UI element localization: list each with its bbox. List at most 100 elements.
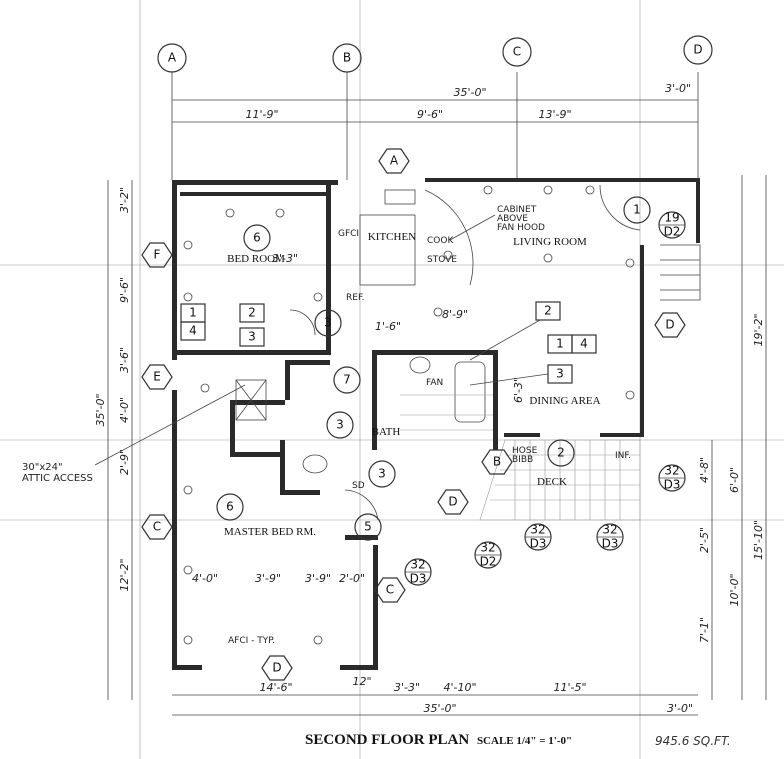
grid-bubble-b: B — [343, 51, 351, 65]
tag-hex-c: C — [153, 520, 161, 534]
dim-right-4: 7'-1" — [698, 617, 711, 643]
note-sd: SD — [352, 481, 365, 491]
det-19-num: 19 — [664, 211, 679, 225]
dim-right-7: 2'-5" — [698, 527, 711, 553]
dim-left-2: 9'-6" — [118, 277, 131, 303]
tag-box-2b: 2 — [544, 304, 552, 318]
room-kitchen: KITCHEN — [368, 231, 416, 243]
top-dimensions: 35'-0" 11'-9" 9'-6" 13'-9" 3'-0" — [172, 82, 698, 123]
det-32e-sheet: D3 — [410, 572, 427, 586]
area-note: 945.6 SQ.FT. — [655, 734, 731, 748]
exterior-walls — [172, 178, 700, 670]
room-labels: BED ROOM KITCHEN LIVING ROOM DINING AREA… — [224, 231, 601, 538]
dim-left-4: 4'-0" — [118, 397, 131, 423]
dim-int-c: 4'-0" — [192, 572, 218, 585]
fixture-tags: 1 4 2 3 2 1 4 3 — [180, 301, 597, 384]
dim-int-a: 3'-3" — [272, 252, 298, 265]
dim-top-overall: 35'-0" — [453, 86, 486, 99]
door-tags: 1 2 3 3 3 6 6 7 5 — [216, 196, 651, 541]
light-fixtures — [183, 185, 635, 645]
dim-int-b: 8'-9" — [442, 308, 468, 321]
dim-left-5: 2'-9" — [118, 449, 131, 475]
tag-hex-d2: D — [448, 495, 457, 509]
tag-circ-6a: 6 — [253, 231, 261, 245]
grid-bubble-d: D — [693, 43, 702, 57]
tag-circ-3c: 3 — [378, 467, 386, 481]
dim-bottom-6: 3'-0" — [667, 702, 693, 715]
bottom-dimensions: 14'-6" 12" 3'-3" 4'-10" 11'-5" 3'-0" 35'… — [172, 675, 698, 716]
det-32d-sheet: D2 — [480, 555, 497, 569]
note-fan: FAN — [426, 378, 443, 388]
dim-left-6: 12'-2" — [118, 558, 131, 591]
tag-circ-2: 2 — [557, 446, 565, 460]
note-above: ABOVE — [497, 214, 528, 224]
right-dimensions: 19'-2" 15'-10" 10'-0" 7'-1" 4'-8" 6'-0" … — [698, 175, 767, 700]
dim-bottom-1: 14'-6" — [259, 681, 292, 694]
tag-circ-5: 5 — [364, 520, 372, 534]
tag-circ-6b: 6 — [226, 500, 234, 514]
fixtures — [235, 184, 701, 521]
dim-bottom-5: 11'-5" — [553, 681, 586, 694]
dim-left-overall: 35'-0" — [94, 393, 107, 426]
grid-lines — [171, 72, 699, 180]
tag-hex-c2: C — [386, 583, 394, 597]
dim-int-f: 2'-0" — [339, 572, 365, 585]
left-dimensions: 35'-0" 3'-2" 9'-6" 3'-6" 4'-0" 2'-9" 12'… — [94, 180, 133, 700]
title-text: SECOND FLOOR PLAN — [305, 732, 470, 748]
tag-box-4b: 4 — [580, 337, 588, 351]
tag-hex-e: E — [153, 370, 161, 384]
tag-hex-f: F — [154, 248, 161, 262]
det-32d-num: 32 — [480, 541, 495, 555]
tag-circ-7: 7 — [343, 373, 351, 387]
tag-box-4a: 4 — [189, 324, 197, 338]
tag-hex-b: B — [493, 455, 501, 469]
dim-int-d: 3'-9" — [255, 572, 281, 585]
room-deck: DECK — [537, 476, 567, 488]
tag-circ-1: 1 — [633, 203, 641, 217]
scale-note: SCALE 1/4" = 1'-0" — [476, 735, 573, 747]
tag-box-3a: 3 — [248, 330, 256, 344]
dim-left-3: 3'-6" — [118, 347, 131, 373]
tag-box-2a: 2 — [248, 306, 256, 320]
leader-lines — [94, 214, 549, 466]
grid-bubble-a: A — [168, 51, 177, 65]
note-fan-hood: FAN HOOD — [497, 223, 545, 233]
det-32a-num: 32 — [664, 464, 679, 478]
note-stove: STOVE — [427, 255, 457, 265]
dim-top-4: 3'-0" — [665, 82, 691, 95]
room-bed-room: BED ROOM — [227, 253, 285, 265]
tag-box-1b: 1 — [556, 337, 564, 351]
note-ref: REF. — [346, 293, 365, 303]
dim-right-3: 10'-0" — [728, 573, 741, 606]
drawing-title: SECOND FLOOR PLAN SCALE 1/4" = 1'-0" — [305, 732, 572, 749]
dim-top-2: 9'-6" — [417, 108, 443, 121]
room-living-room: LIVING ROOM — [513, 236, 587, 248]
window-tags: A B C C D D D E F — [141, 148, 686, 681]
dim-int-e: 3'-9" — [305, 572, 331, 585]
dim-bottom-overall: 35'-0" — [423, 702, 456, 715]
tag-box-3b: 3 — [556, 367, 564, 381]
dim-right-5: 4'-8" — [698, 457, 711, 483]
interior-dimensions: 3'-3" 8'-9" 4'-0" 3'-9" 3'-9" 2'-0" 6'-3… — [192, 252, 525, 585]
dim-right-2: 15'-10" — [752, 520, 765, 560]
det-32b-sheet: D3 — [530, 537, 547, 551]
dim-bottom-4: 4'-10" — [443, 681, 476, 694]
interior-walls — [176, 185, 498, 540]
det-32c-num: 32 — [602, 523, 617, 537]
detail-callouts: 19 D2 32 D3 32 D3 32 D3 32 D2 32 D3 — [404, 211, 686, 586]
tag-circ-3a: 3 — [324, 316, 332, 330]
det-32c-sheet: D3 — [602, 537, 619, 551]
note-cook: COOK — [427, 236, 454, 246]
dim-top-3: 13'-9" — [538, 108, 571, 121]
det-32b-num: 32 — [530, 523, 545, 537]
dim-right-6: 6'-0" — [728, 467, 741, 493]
note-hose: HOSE — [512, 446, 538, 456]
note-cabinet: CABINET — [497, 205, 537, 215]
det-32e-num: 32 — [410, 558, 425, 572]
note-attic-access: ATTIC ACCESS — [22, 473, 93, 484]
tag-box-1a: 1 — [189, 306, 197, 320]
tag-hex-d3: D — [272, 661, 281, 675]
room-bath: BATH — [372, 426, 401, 438]
dim-right-1: 19'-2" — [752, 313, 765, 346]
